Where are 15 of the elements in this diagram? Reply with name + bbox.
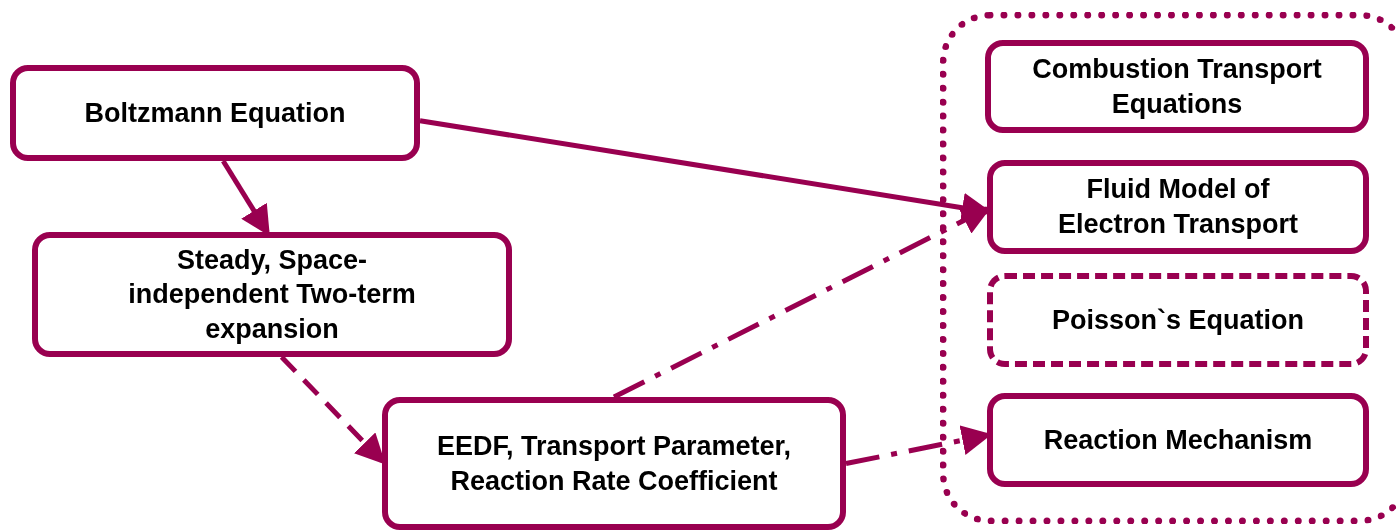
box-label: Reaction Mechanism xyxy=(1042,423,1314,457)
box-label: EEDF, Transport Parameter, Reaction Rate Coefficient xyxy=(435,429,793,498)
process-box xyxy=(382,397,846,530)
process-box xyxy=(987,393,1369,487)
process-box xyxy=(32,232,512,357)
box-label: Combustion Transport Equations xyxy=(1031,52,1323,121)
process-box xyxy=(987,273,1369,367)
box-label: Fluid Model of Electron Transport xyxy=(1056,173,1299,241)
box-label: Boltzmann Equation xyxy=(83,96,347,130)
process-box xyxy=(10,65,420,161)
group-container xyxy=(940,12,1397,524)
process-box xyxy=(987,160,1369,254)
process-box xyxy=(985,40,1369,133)
box-label: Steady, Space-independent Two-term expansion xyxy=(127,243,417,346)
box-label: Poisson`s Equation xyxy=(1051,303,1305,337)
